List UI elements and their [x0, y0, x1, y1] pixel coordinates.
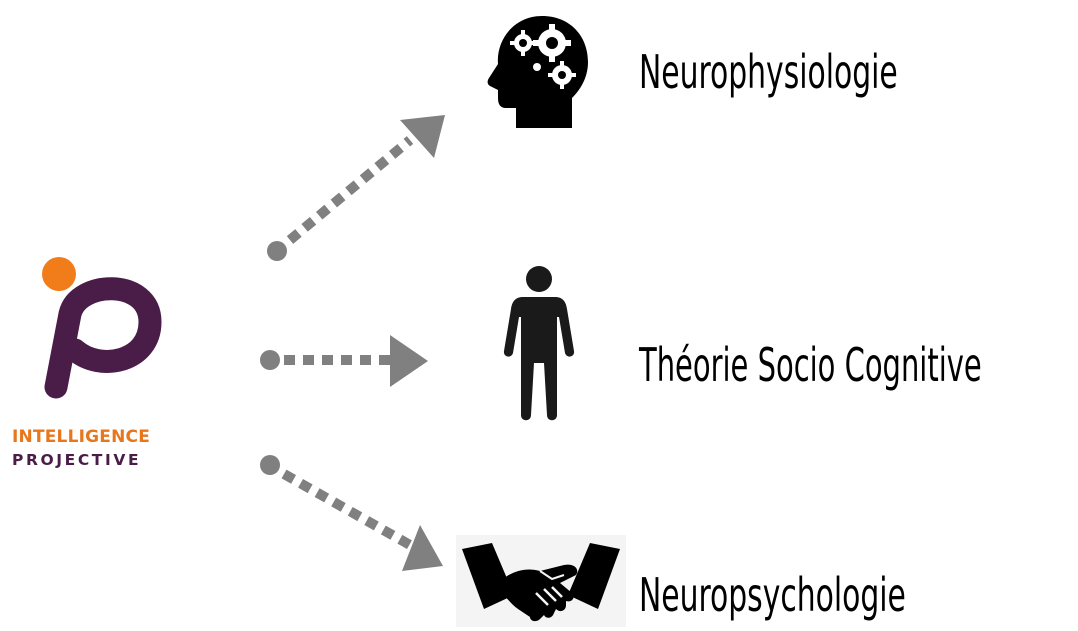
logo-text-projective: PROJECTIVE	[12, 451, 142, 469]
label-neurophysiologie: Neurophysiologie	[639, 45, 898, 99]
label-neuropsychologie: Neuropsychologie	[639, 568, 906, 622]
label-theorie-socio-cognitive: Théorie Socio Cognitive	[639, 338, 982, 392]
arrow-to-neuropsychologie	[260, 455, 443, 571]
logo-mark-icon	[42, 257, 162, 399]
arrow-to-neurophysiologie	[267, 115, 445, 261]
intelligence-projective-logo	[0, 250, 200, 480]
handshake-icon	[456, 535, 626, 627]
head-gears-icon	[486, 10, 592, 130]
person-icon	[499, 265, 579, 425]
arrow-to-theorie-socio-cognitive	[260, 335, 428, 387]
logo-text-intelligence: INTELLIGENCE	[12, 427, 151, 447]
